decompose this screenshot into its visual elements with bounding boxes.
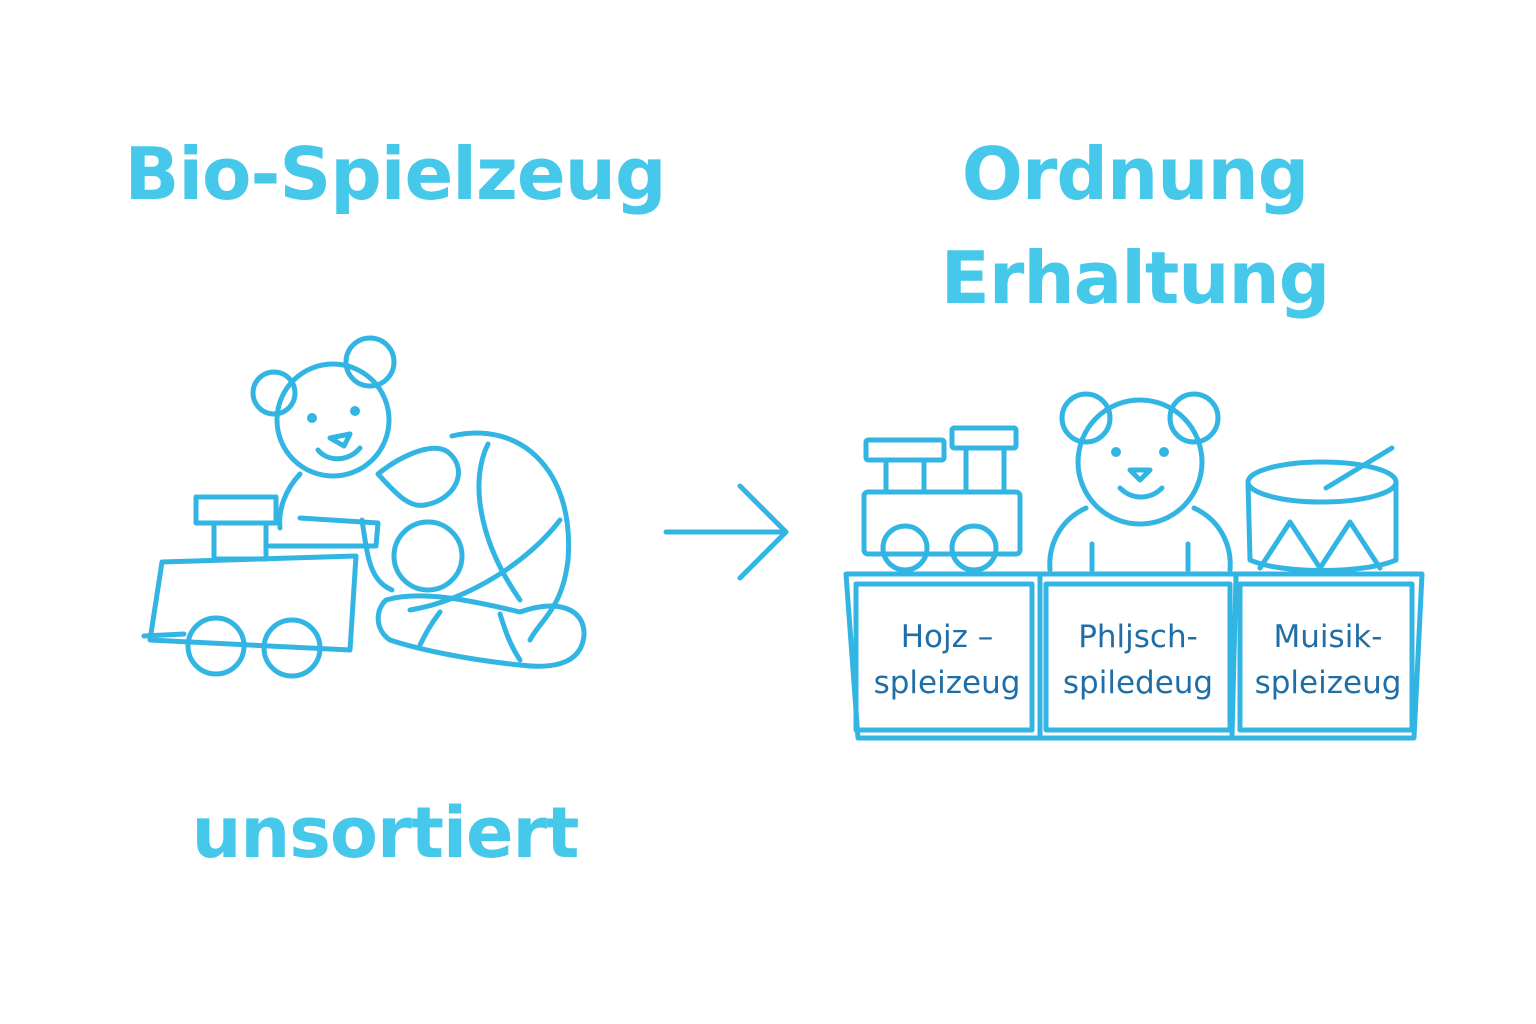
shelf-label-line: spleizeug (873, 665, 1021, 701)
toy-train-icon (141, 494, 381, 679)
right-title-line2: Erhaltung (940, 236, 1331, 320)
teddy-bear-icon (1047, 391, 1233, 573)
arrow-right-icon (663, 483, 789, 581)
shelf-label-line: Phljsch- (1078, 619, 1198, 655)
shelf-label-wood: Hojz – spleizeug (862, 614, 1032, 706)
left-caption: unsortiert (191, 792, 580, 874)
shelf-label-music: Muisik- spleizeug (1238, 614, 1418, 706)
ball-icon (407, 430, 572, 643)
toy-train-icon (861, 425, 1023, 573)
drum-icon (1245, 445, 1399, 573)
shelf-icon (843, 571, 1425, 741)
shelf-label-line: Muisik- (1273, 619, 1383, 655)
shelf-label-plush: Phljsch- spiledeug (1046, 614, 1230, 706)
right-title-line1: Ordnung (961, 132, 1310, 216)
shelf-label-line: spiledeug (1062, 665, 1214, 701)
left-title: Bio-Spielzeug (124, 132, 666, 216)
teddy-bear-icon (250, 335, 587, 669)
shelf-label-line: Hojz – (900, 619, 994, 655)
shelf-label-line: spleizeug (1254, 665, 1402, 701)
